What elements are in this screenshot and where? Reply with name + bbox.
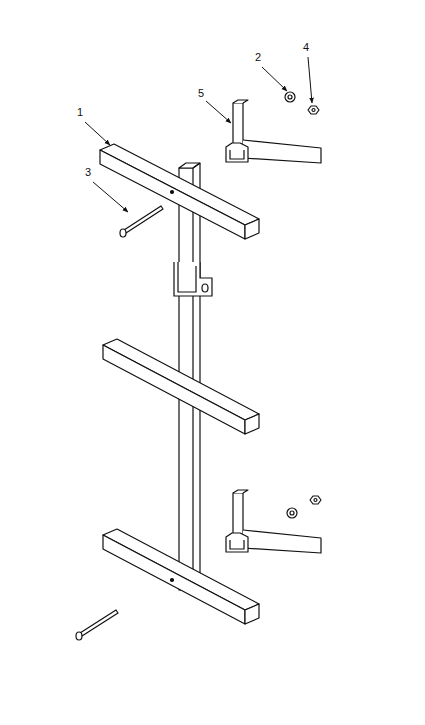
callout-number: 3 (84, 166, 92, 178)
crossbar (103, 339, 259, 434)
callout-number: 5 (197, 87, 205, 99)
washer (285, 92, 295, 102)
callout-number: 4 (302, 41, 310, 53)
crossbar (103, 529, 259, 624)
post-clamp (174, 262, 212, 296)
leader-line (262, 67, 287, 91)
nut (310, 496, 321, 504)
callout-number: 2 (254, 51, 262, 63)
bracket (226, 490, 321, 553)
bolt (76, 610, 118, 640)
washer (287, 508, 297, 518)
leader-line (308, 57, 312, 103)
leader-line (85, 122, 110, 145)
bracket (226, 100, 321, 163)
nut (308, 106, 319, 114)
callout-number: 1 (76, 106, 84, 118)
leader-line (93, 182, 128, 212)
leader-line (206, 101, 231, 123)
crossbar (100, 144, 259, 239)
